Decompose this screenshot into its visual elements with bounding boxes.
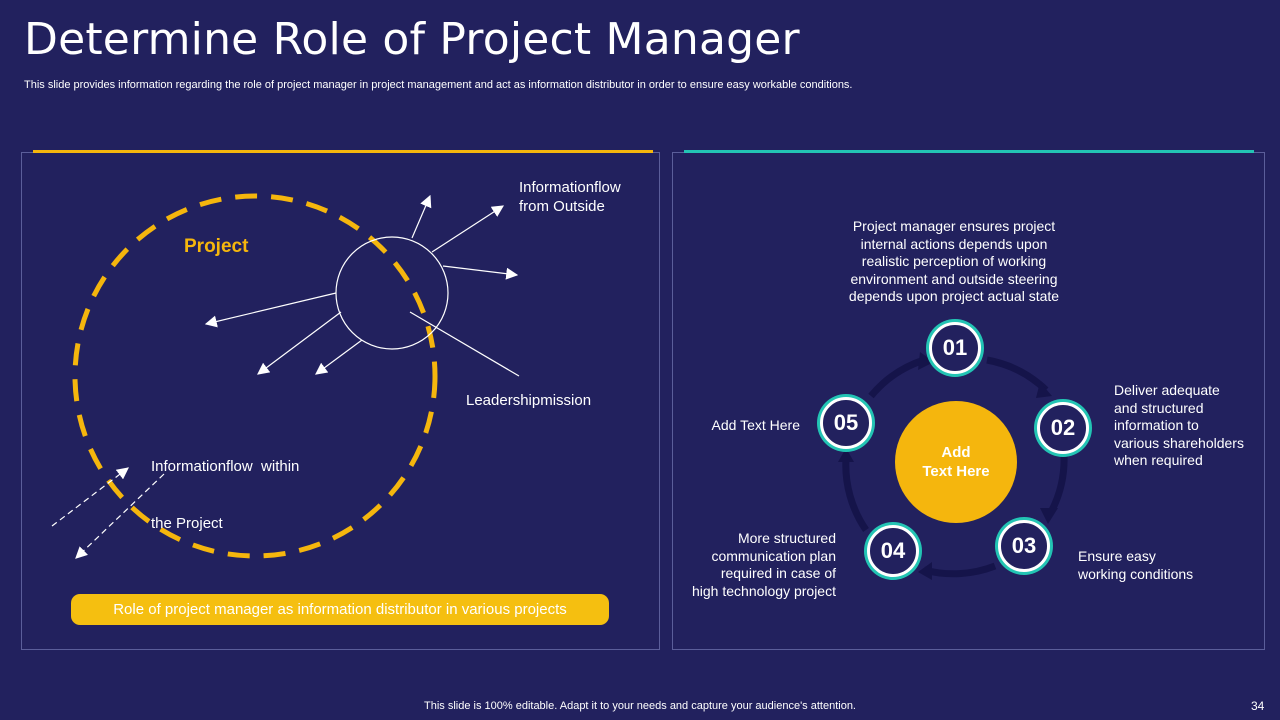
arrow-within-3 — [315, 339, 363, 375]
step-01-text-line: internal actions depends upon — [860, 235, 1048, 252]
outside-flow-label-line2: from Outside — [519, 198, 605, 215]
step-04-text-line: More structured — [737, 530, 836, 546]
within-flow-label-line2: the Project — [151, 515, 223, 532]
cycle-arrowhead-3 — [1040, 508, 1058, 524]
step-02-text-line: various shareholders — [1114, 434, 1244, 451]
slide-title: Determine Role of Project Manager — [24, 14, 800, 65]
step-05-badge: 05 — [820, 397, 872, 449]
diagram-caption: Role of project manager as information d… — [71, 594, 609, 625]
left-panel-accent-bar — [33, 150, 653, 153]
boundary-arrow-out — [75, 473, 165, 559]
step-05-text-line: Add Text Here — [711, 417, 800, 433]
step-04-text-line: communication plan — [711, 547, 836, 564]
step-02-text: Deliver adequate and structured informat… — [1114, 382, 1264, 470]
outside-flow-label-line1: Informationflow — [519, 179, 621, 196]
page-number: 34 — [1251, 699, 1265, 713]
step-03-text-line: working conditions — [1078, 565, 1194, 582]
step-04-text: More structured communication plan requi… — [676, 530, 836, 600]
cycle-center-line2: Text Here — [922, 463, 990, 480]
step-03-text: Ensure easy working conditions — [1078, 548, 1238, 583]
step-01-text: Project manager ensures project internal… — [834, 218, 1074, 306]
step-04-text-line: high technology project — [692, 582, 836, 599]
step-02-text-line: information to — [1114, 417, 1199, 433]
arrow-within-2 — [257, 311, 342, 375]
within-flow-label-line1: Informationflow within — [151, 458, 300, 475]
step-01-text-line: realistic perception of working — [861, 253, 1047, 269]
step-01-badge: 01 — [929, 322, 981, 374]
step-03-text-line: Ensure easy — [1078, 548, 1156, 564]
right-panel-accent-bar — [684, 150, 1254, 153]
cycle-arrowheads — [838, 352, 1058, 580]
cycle-center: Add Text Here — [895, 401, 1017, 523]
slide-footer: This slide is 100% editable. Adapt it to… — [424, 700, 856, 712]
cycle-arrowhead-2 — [1036, 382, 1052, 398]
step-03-badge: 03 — [998, 520, 1050, 572]
step-02-badge: 02 — [1037, 402, 1089, 454]
project-label: Project — [184, 236, 249, 257]
leadership-label: Leadershipmission — [466, 392, 592, 409]
arrow-outside-3 — [442, 265, 519, 280]
cycle-center-line1: Add — [941, 444, 971, 461]
project-boundary-circle — [72, 193, 438, 559]
step-01-text-line: Project manager ensures project — [852, 218, 1056, 234]
step-05-text: Add Text Here — [690, 417, 800, 435]
leadership-line — [409, 311, 520, 377]
arrow-outside-1 — [411, 194, 432, 239]
step-02-text-line: and structured — [1114, 399, 1204, 416]
step-02-text-line: when required — [1114, 452, 1203, 468]
step-04-text-line: required in case of — [720, 565, 836, 581]
arrow-within-1 — [204, 292, 337, 328]
outside-flow-label: Informationflow from Outside — [519, 178, 621, 216]
within-flow-label: Informationflow within the Project — [151, 419, 299, 552]
cycle-arrowhead-4 — [918, 562, 932, 580]
project-manager-hub — [335, 236, 449, 350]
slide-subtitle: This slide provides information regardin… — [24, 79, 853, 91]
cycle-arrowhead-1 — [918, 352, 934, 370]
boundary-arrow-in — [51, 467, 129, 527]
step-04-badge: 04 — [867, 525, 919, 577]
arrow-outside-2 — [431, 205, 505, 253]
cycle-arrowhead-5 — [838, 448, 854, 462]
step-01-text-line: depends upon project actual state — [848, 288, 1060, 304]
step-01-text-line: environment and outside steering — [850, 270, 1058, 287]
step-02-text-line: Deliver adequate — [1114, 382, 1220, 398]
